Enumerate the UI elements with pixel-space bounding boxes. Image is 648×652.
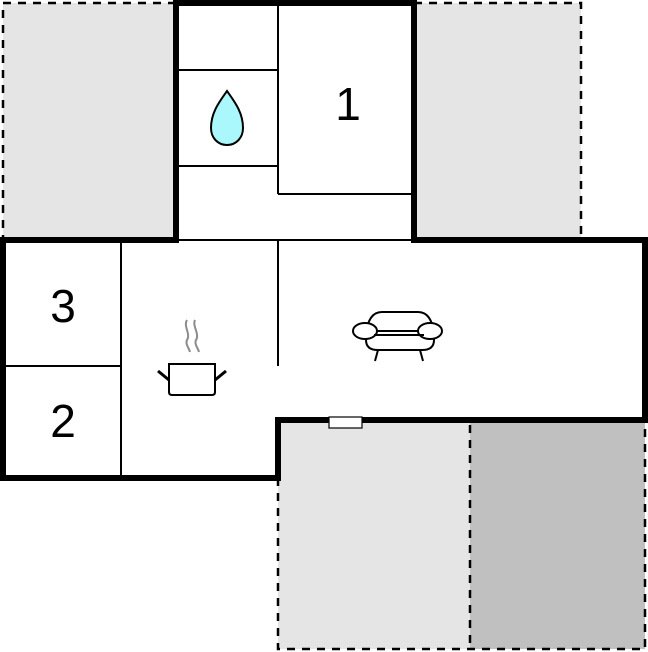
terrace-top-right-outline <box>414 1 583 240</box>
terrace-bottom-right <box>470 420 645 649</box>
water-drop-icon <box>209 89 245 147</box>
cooking-pot-icon <box>157 319 227 396</box>
room-label-3: 3 <box>50 280 76 332</box>
terrace-top-right <box>414 3 581 240</box>
exterior-walls <box>0 0 648 481</box>
terrace-bottom-outline <box>276 420 647 651</box>
terrace-top-left-outline <box>1 1 176 240</box>
terrace-top-left <box>3 3 176 240</box>
room-label-1: 1 <box>335 78 361 130</box>
room-label-2: 2 <box>50 395 76 447</box>
terrace-bottom-left <box>278 420 470 649</box>
window-marker <box>328 416 363 429</box>
sofa-icon <box>352 311 443 362</box>
